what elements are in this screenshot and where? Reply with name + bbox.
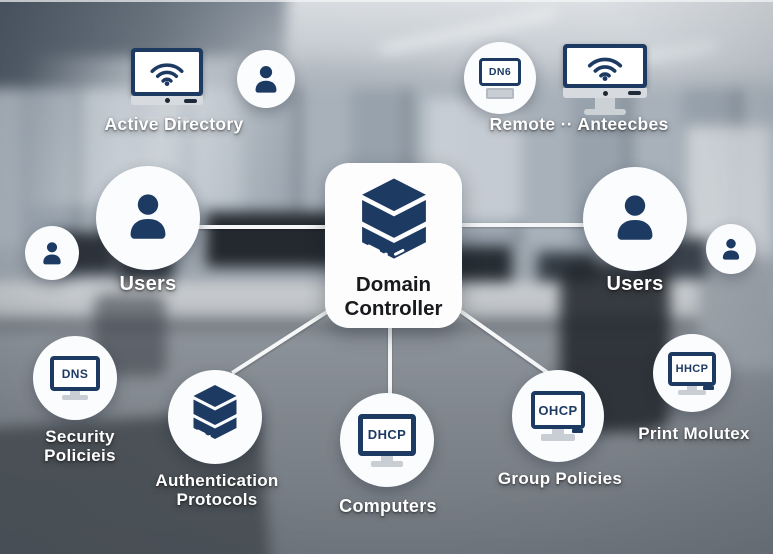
- monitor-screen: [135, 52, 199, 92]
- monitor-stand: [158, 105, 176, 117]
- domain-controller-label: Domain Controller: [344, 273, 443, 320]
- person-icon: [130, 194, 166, 239]
- monitor-icon: DHCP: [358, 413, 416, 467]
- person-icon: [43, 242, 61, 265]
- monitor-frame: [131, 48, 203, 96]
- node-authentication-protocols: [168, 370, 262, 464]
- monitor-chin: [131, 96, 203, 105]
- computers-label: Computers: [339, 496, 437, 516]
- monitor-base: [678, 389, 706, 395]
- wifi-icon: [150, 63, 184, 86]
- top-edge-highlight: [0, 0, 773, 2]
- monitor-base: [541, 434, 575, 441]
- monitor-chin: [563, 88, 647, 98]
- node-active-directory: [131, 48, 203, 124]
- background-desk-monitor: [206, 212, 338, 267]
- remote-access-label: Remote ·· Anteecbes: [489, 114, 669, 134]
- laptop-base: [486, 87, 514, 99]
- monitor-button: [572, 429, 583, 433]
- person-icon: [255, 66, 277, 93]
- monitor-stand: [552, 429, 564, 434]
- monitor-stand: [595, 98, 615, 109]
- monitor-stand: [381, 455, 393, 461]
- user-badge-top-left: [237, 50, 295, 108]
- node-users-right: [583, 167, 687, 271]
- monitor-frame: [563, 44, 647, 88]
- monitor-icon: DN6: [479, 57, 521, 99]
- node-print-services: HHCP: [653, 334, 731, 412]
- monitor-screen: [567, 48, 643, 84]
- users-right-label: Users: [606, 273, 664, 295]
- monitor-icon: DNS: [50, 356, 100, 400]
- screen-text: OHCP: [538, 402, 578, 418]
- print-services-label: Print Molutex: [638, 424, 750, 443]
- monitor-stand: [687, 385, 697, 390]
- person-icon: [617, 195, 653, 240]
- monitor-screen: HHCP: [668, 351, 716, 390]
- monitor-base: [145, 117, 189, 124]
- screen-text: HHCP: [675, 362, 709, 375]
- authentication-protocols-label: Authentication Protocols: [155, 471, 279, 510]
- screen-text: DN6: [488, 65, 512, 78]
- monitor-base: [62, 395, 88, 400]
- node-computers: DHCP: [340, 393, 434, 487]
- side-user-right: [706, 224, 756, 274]
- server-icon: [361, 178, 426, 259]
- active-directory-label: Active Directory: [104, 114, 244, 134]
- monitor-stand: [70, 391, 80, 395]
- connector-dc-to-computers: [388, 326, 392, 396]
- monitor-screen: DNS: [50, 356, 100, 391]
- node-domain-controller: Domain Controller: [325, 163, 462, 328]
- node-remote-monitor: [563, 44, 647, 115]
- monitor-screen: DHCP: [358, 413, 416, 456]
- monitor-screen: OHCP: [531, 391, 585, 433]
- monitor-icon: OHCP: [531, 391, 585, 441]
- node-group-policies: OHCP: [512, 370, 604, 462]
- connector-users-left-to-dc: [198, 225, 326, 229]
- group-policies-label: Group Policies: [497, 469, 623, 488]
- monitor-screen: DN6: [479, 57, 521, 86]
- server-icon: [193, 385, 237, 439]
- monitor-base: [371, 460, 403, 467]
- wifi-icon: [587, 57, 623, 81]
- monitor-button: [703, 385, 714, 390]
- monitor-icon: HHCP: [668, 351, 716, 395]
- monitor-base: [584, 109, 626, 115]
- security-policies-label: Security Policieis: [44, 427, 116, 466]
- users-left-label: Users: [119, 273, 177, 295]
- node-remote-dn6-badge: DN6: [464, 42, 536, 114]
- connector-dc-to-users-right: [460, 223, 585, 227]
- screen-text: DHCP: [367, 427, 407, 442]
- node-security-policies: DNS: [33, 336, 117, 420]
- screen-text: DNS: [61, 366, 89, 381]
- person-icon: [722, 238, 740, 260]
- side-user-left: [25, 226, 79, 280]
- node-users-left: [96, 166, 200, 270]
